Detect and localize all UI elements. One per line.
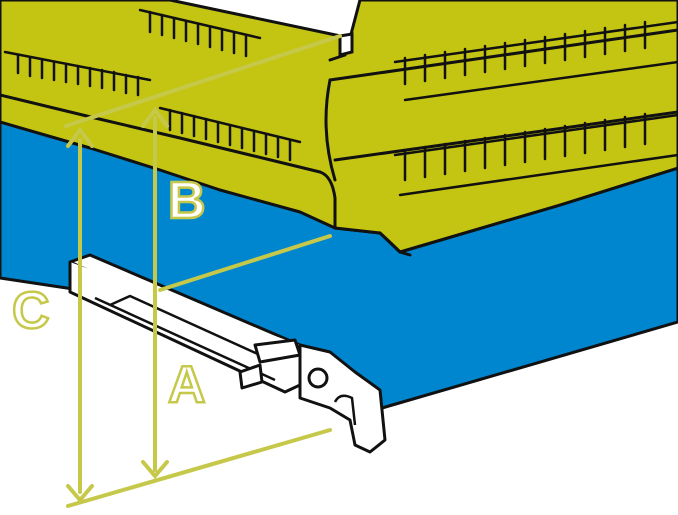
bottom-reference-line bbox=[66, 428, 332, 508]
dimension-arrowheads bbox=[66, 106, 169, 504]
label-b: B bbox=[168, 172, 206, 230]
mounting-rail bbox=[68, 253, 387, 454]
housing-ribs-left bbox=[3, 8, 302, 162]
a-bottom-arrow bbox=[141, 460, 169, 480]
c-top-arrow bbox=[66, 126, 94, 148]
b-reference-line bbox=[158, 234, 332, 292]
top-rail bbox=[338, 32, 354, 57]
a-top-arrow bbox=[141, 106, 169, 128]
label-a: A bbox=[168, 356, 206, 414]
label-c: C bbox=[12, 282, 50, 340]
housing-ribs-right bbox=[393, 20, 678, 197]
c-bottom-arrow bbox=[66, 484, 94, 504]
top-reference-line bbox=[64, 34, 342, 128]
dimension-lines bbox=[64, 34, 342, 508]
